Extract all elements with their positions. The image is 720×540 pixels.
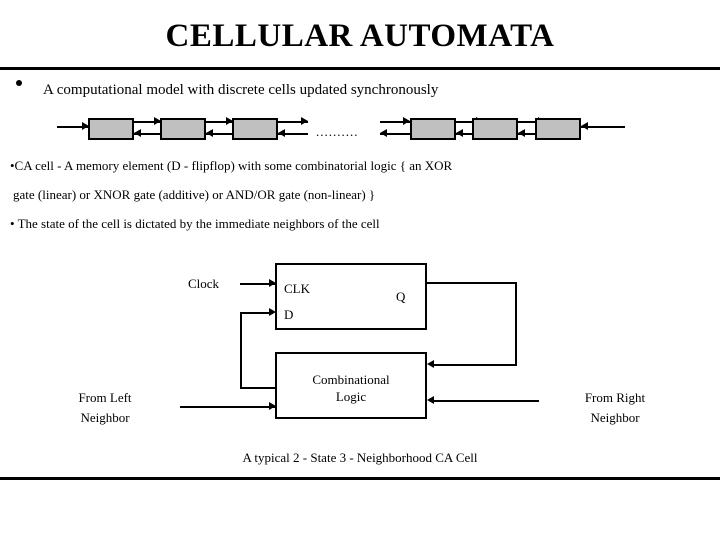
arrow-right-icon [301,117,308,125]
arrow-right-icon [82,122,89,130]
chain-link-wire [134,133,160,135]
lead-bullet-marker [16,80,22,86]
arrow-right-icon [403,117,410,125]
chain-link-wire [456,133,482,135]
page-title: CELLULAR AUTOMATA [165,18,555,54]
arrow-right-icon [226,117,233,125]
right-neighbor-input-wire [434,400,539,402]
chain-link-wire [206,133,232,135]
arrow-right-icon [269,402,276,410]
chain-link-wire [380,121,410,123]
lead-bullet-text: A computational model with discrete cell… [43,82,439,98]
list-item [88,118,134,140]
chain-input-wire-left [57,126,89,128]
list-item [160,118,206,140]
arrow-left-icon [427,396,434,404]
arrow-left-icon [456,129,463,137]
comb-logic-line1: Combinational [312,372,390,387]
flipflop-d-label: D [284,307,294,322]
arrow-left-icon [380,129,387,137]
arrow-right-icon [154,117,161,125]
from-left-neighbor-label-line1: From Left [78,390,132,405]
from-right-neighbor-label-line2: Neighbor [590,410,640,425]
arrow-left-icon [278,129,285,137]
arrow-left-icon [427,360,434,368]
list-item [535,118,581,140]
body-bullet-3: • The state of the cell is dictated by t… [10,216,380,231]
chain-link-wire [456,121,482,123]
footer-divider-rule [0,477,720,480]
arrow-left-icon [581,122,588,130]
title-divider-rule [0,67,720,70]
list-item [472,118,518,140]
chain-ellipsis: .......... [316,124,359,139]
body-bullet-2: gate (linear) or XNOR gate (additive) or… [13,187,376,202]
d-feedback-wire-bottom [240,387,277,389]
arrow-left-icon [206,129,213,137]
chain-link-wire [518,133,544,135]
clock-wire [240,283,277,285]
chain-link-wire [380,133,410,135]
d-feedback-wire-vertical [240,312,242,389]
list-item [232,118,278,140]
arrow-left-icon [134,129,141,137]
q-feedback-wire-top [427,282,517,284]
body-bullet-1: •CA cell - A memory element (D - flipflo… [10,158,453,173]
arrow-right-icon [269,279,276,287]
chain-link-wire [278,121,308,123]
chain-link-wire [518,121,544,123]
combinational-logic-block [275,352,427,419]
clock-label: Clock [188,276,220,291]
left-neighbor-input-wire [180,406,277,408]
chain-input-wire-right [581,126,625,128]
q-feedback-wire-vertical [515,282,517,366]
chain-link-wire [134,121,160,123]
q-feedback-wire-bottom [434,364,517,366]
from-left-neighbor-label-line2: Neighbor [80,410,130,425]
chain-link-wire [278,133,308,135]
from-right-neighbor-label-line1: From Right [584,390,646,405]
flipflop-block [275,263,427,330]
comb-logic-line2: Logic [335,389,367,404]
chain-link-wire [206,121,232,123]
diagram-caption: A typical 2 - State 3 - Neighborhood CA … [242,450,478,465]
arrow-left-icon [518,129,525,137]
flipflop-q-label: Q [396,289,406,304]
flipflop-clk-label: CLK [284,281,310,296]
list-item [410,118,456,140]
d-feedback-wire-top [240,312,273,314]
